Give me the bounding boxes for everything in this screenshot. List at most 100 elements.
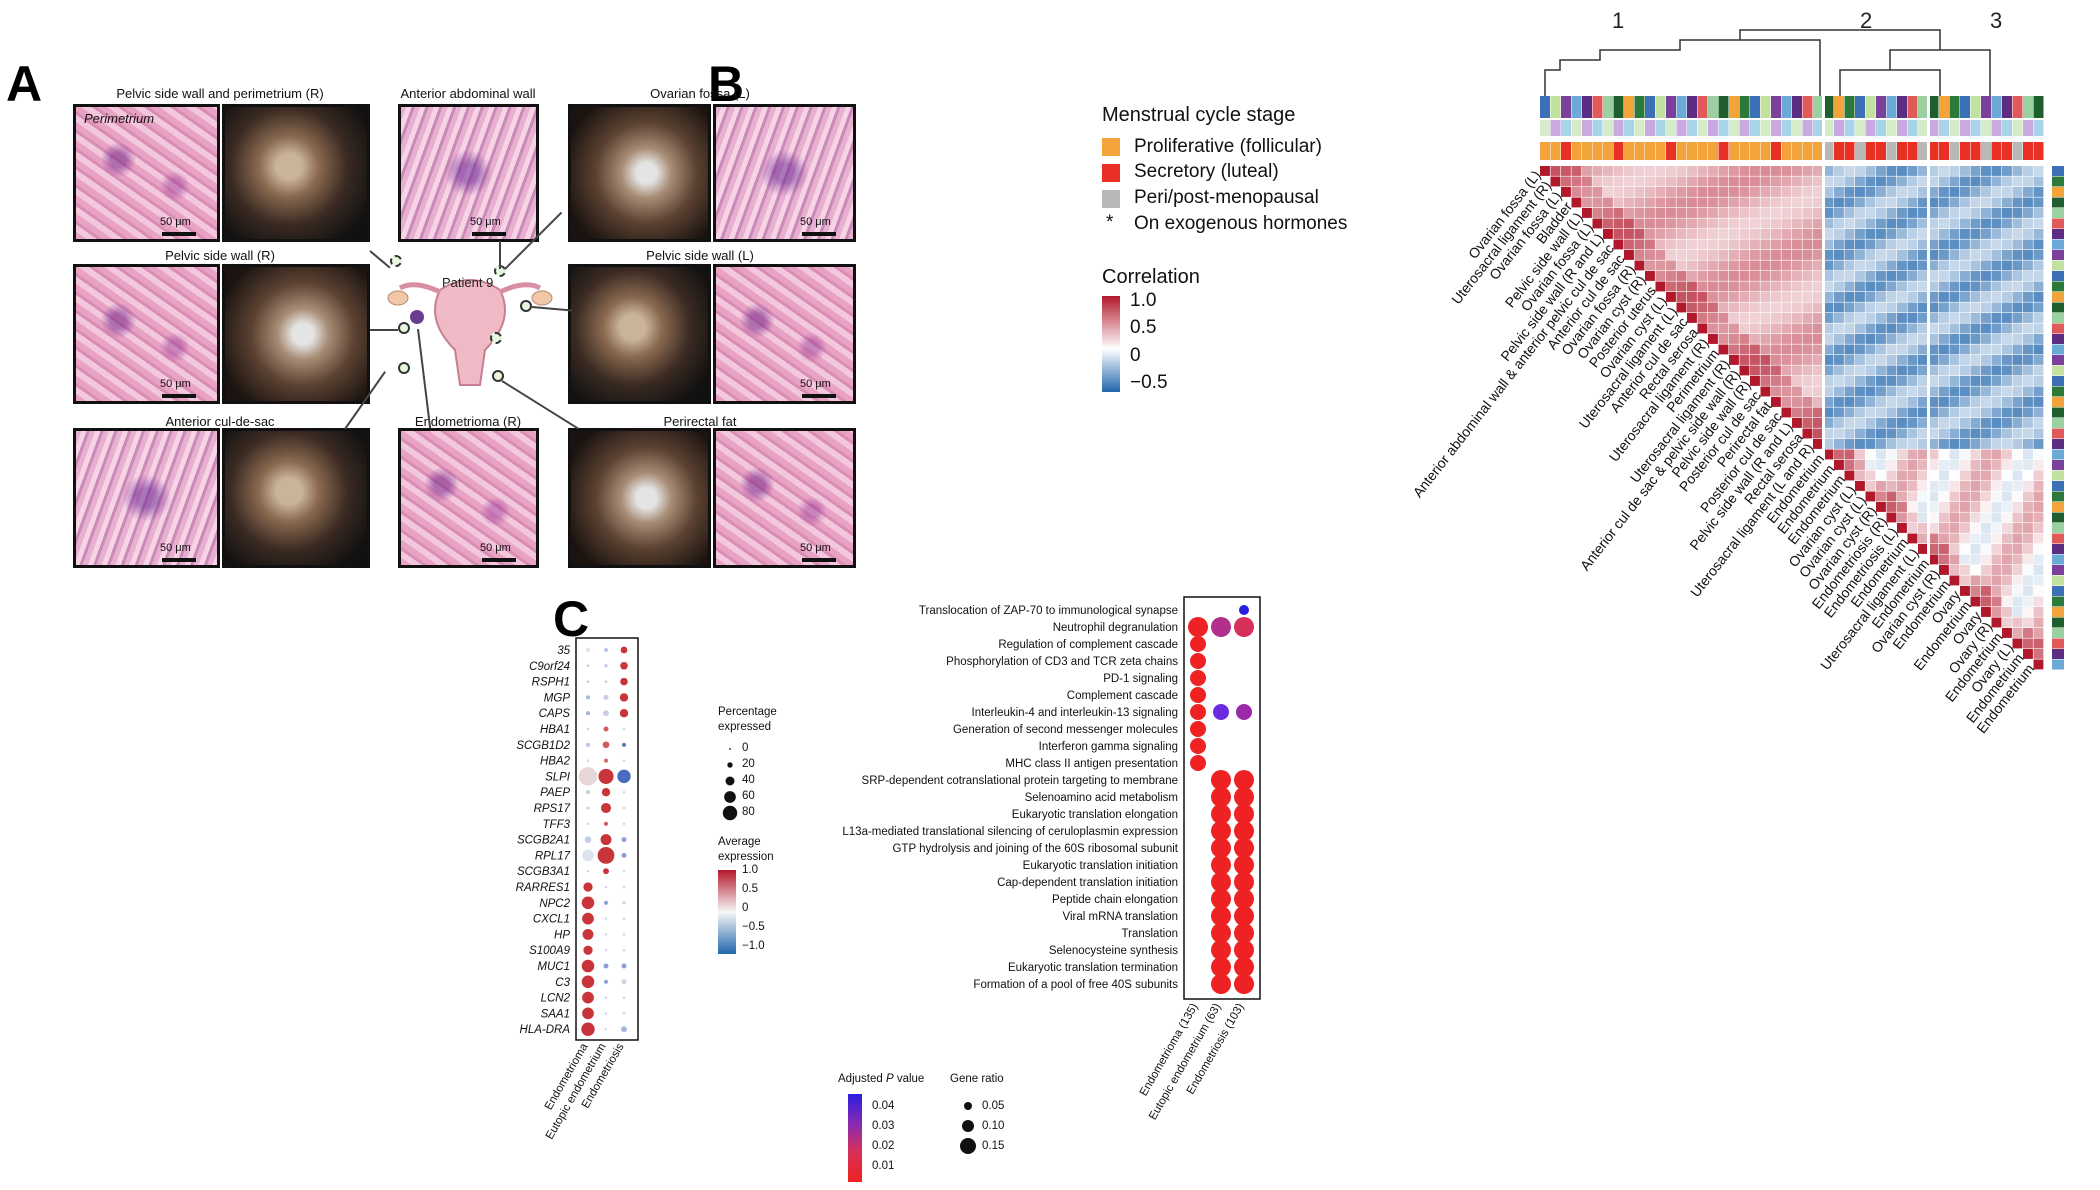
heatmap-cell [1844, 302, 1855, 313]
heatmap-cell [2023, 260, 2033, 271]
gene-dot [586, 869, 590, 873]
heatmap-cell [1750, 271, 1760, 281]
heatmap-cell [2023, 565, 2033, 575]
gene-dot [604, 933, 608, 936]
heatmap-cell [1718, 271, 1729, 281]
heatmap-cell [1876, 323, 1886, 334]
heatmap-cell [1823, 439, 1834, 449]
heatmap-cell [1802, 365, 1813, 376]
heatmap-cell [1729, 218, 1739, 229]
heatmap-cell [1960, 460, 1970, 470]
heatmap-cell [1939, 365, 1949, 376]
row-annotation-cell [2052, 176, 2064, 187]
heatmap-cell [1739, 239, 1750, 250]
heatmap-cell [1865, 176, 1876, 187]
heatmap-cell [1991, 586, 2002, 596]
heatmap-cell [1970, 313, 1981, 323]
heatmap-cell [2002, 365, 2012, 376]
heatmap-cell [2023, 239, 2033, 250]
heatmap-cell [2002, 460, 2012, 470]
heatmap-cell [1970, 344, 1981, 355]
row-annotation-cell [2052, 292, 2064, 302]
heatmap-cell [2033, 334, 2044, 344]
heatmap-cell [1991, 176, 2002, 187]
gene-dot [622, 822, 626, 826]
heatmap-cell [1918, 470, 1928, 481]
heatmap-cell [1729, 176, 1739, 187]
heatmap-cell [1897, 502, 1907, 512]
sample-annotation-cell [2002, 96, 2012, 118]
heatmap-cell [1750, 176, 1760, 187]
heatmap-cell [1897, 208, 1907, 218]
heatmap-cell [1813, 187, 1823, 197]
heatmap-cell [1897, 428, 1907, 439]
heatmap-cell [1886, 239, 1897, 250]
patient-label: Patient 9 [442, 275, 494, 290]
heatmap-cell [2012, 271, 2023, 281]
heatmap-cell [2023, 533, 2033, 544]
row-annotation-cell [2052, 208, 2064, 218]
heatmap-cell [1666, 187, 1676, 197]
gene-dot [603, 694, 609, 700]
heatmap-cell [1939, 418, 1949, 428]
heatmap-cell [1624, 197, 1634, 208]
heatmap-cell [2012, 218, 2023, 229]
heatmap-cell [1834, 281, 1844, 292]
heatmap-cell [1792, 344, 1802, 355]
heatmap-cell [1771, 197, 1781, 208]
heatmap-cell [1613, 218, 1624, 229]
heatmap-cell [1876, 218, 1886, 229]
heatmap-cell [1844, 187, 1855, 197]
sample-annotation-cell [1855, 120, 1865, 136]
heatmap-cell [1739, 197, 1750, 208]
cycle-stage-cell [1918, 142, 1928, 160]
sample-annotation-cell [1571, 96, 1582, 118]
heatmap-cell [2023, 523, 2033, 533]
heatmap-cell [1949, 428, 1960, 439]
sample-annotation-cell [1687, 96, 1697, 118]
heatmap-cell [2012, 523, 2023, 533]
heatmap-cell [1939, 313, 1949, 323]
heatmap-cell [1991, 418, 2002, 428]
heatmap-cell [1697, 260, 1708, 271]
heatmap-cell [1750, 365, 1760, 376]
heatmap-cell [1897, 418, 1907, 428]
padj-tick: 0.02 [872, 1140, 895, 1152]
scale-bar-label: 50 μm [480, 542, 511, 554]
heatmap-cell [1844, 365, 1855, 376]
heatmap-cell [1834, 386, 1844, 397]
heatmap-cell [1960, 554, 1970, 565]
heatmap-cell [1823, 344, 1834, 355]
heatmap-cell [1970, 418, 1981, 428]
gene-dot [582, 991, 594, 1004]
sample-annotation-cell [1655, 120, 1666, 136]
heatmap-cell [2002, 628, 2012, 638]
heatmap-cell [1855, 449, 1865, 460]
heatmap-cell [1844, 376, 1855, 386]
gene-dot [620, 677, 628, 686]
cluster-label: 3 [1990, 8, 2003, 33]
heatmap-cell [1897, 166, 1907, 176]
laparoscopy-image [222, 428, 370, 568]
heatmap-cell [2002, 586, 2012, 596]
heatmap-cell [2023, 407, 2033, 418]
heatmap-cell [1876, 439, 1886, 449]
heatmap-cell [2023, 197, 2033, 208]
heatmap-cell [2033, 439, 2044, 449]
heatmap-cell [1718, 334, 1729, 344]
heatmap-cell [1865, 365, 1876, 376]
heatmap-cell [1949, 271, 1960, 281]
heatmap-cell [1876, 260, 1886, 271]
heatmap-cell [1960, 407, 1970, 418]
heatmap-cell [1666, 250, 1676, 260]
heatmap-cell [1655, 260, 1666, 271]
pathway-dot [1190, 738, 1206, 754]
heatmap-cell [1886, 229, 1897, 239]
pathway-dot [1234, 923, 1254, 943]
sample-annotation-cell [1823, 96, 1834, 118]
row-annotation-cell [2052, 512, 2064, 523]
heatmap-cell [1834, 208, 1844, 218]
heatmap-cell [1907, 470, 1918, 481]
row-annotation-cell [2052, 281, 2064, 292]
heatmap-cell [1886, 166, 1897, 176]
